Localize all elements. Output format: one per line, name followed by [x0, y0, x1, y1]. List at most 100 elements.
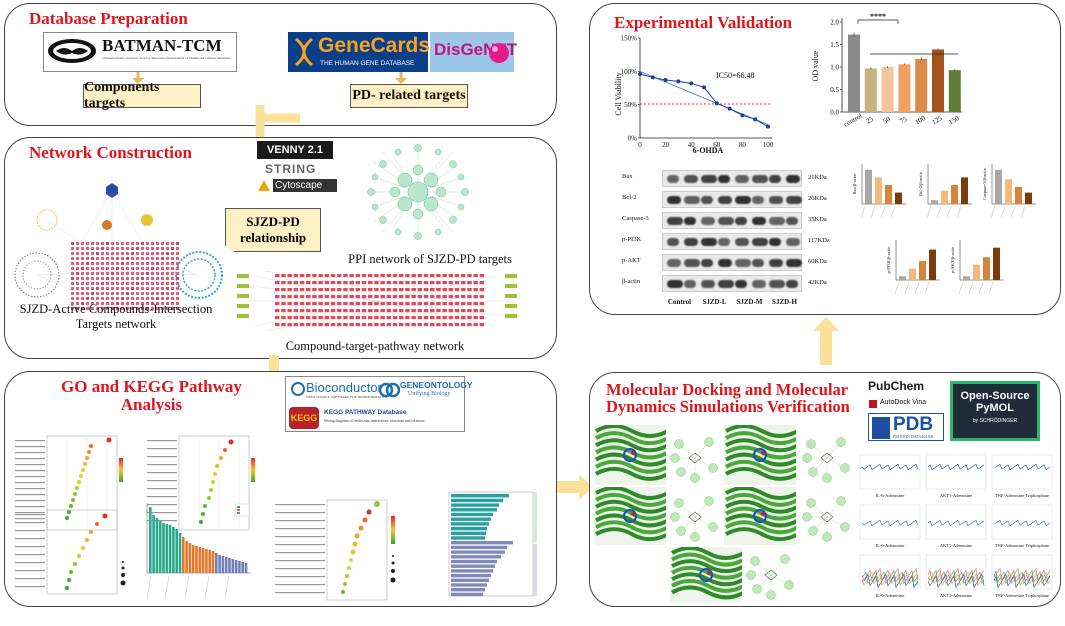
quant-ylabel: Bcl-2/β-actin: [918, 171, 923, 196]
quant-bar: [973, 264, 980, 280]
od-ytick: 1.0: [830, 64, 839, 72]
od-bar: [932, 49, 944, 112]
quant-bar: [951, 185, 958, 204]
geneontology-tagline: Unifying Biology: [408, 391, 451, 397]
cytoscape-logo: Cytoscape: [273, 179, 337, 192]
viability-trendline: [639, 70, 769, 126]
md-trajectory-line: [862, 573, 919, 589]
viability-xtick: 100: [763, 141, 774, 149]
viability-point: [676, 79, 681, 84]
viability-xtick: 60: [713, 141, 721, 149]
compound-target-pathway-network-graphic: [237, 270, 517, 332]
md-trajectory-line: [993, 573, 1051, 589]
wb-band: [786, 259, 802, 267]
go-kegg-title-line1: GO and KEGG Pathway: [61, 377, 242, 396]
go-barplot: [146, 503, 251, 599]
wb-band: [718, 196, 732, 204]
go-bp-dotplot: [15, 435, 123, 531]
md-trajectory-line: [994, 463, 1051, 471]
quant-bar: [929, 249, 936, 280]
wb-band: [735, 280, 747, 288]
viability-point: [766, 124, 770, 129]
wb-band: [752, 217, 766, 225]
pdb-tagline: PROTEIN DATA BANK: [893, 434, 934, 439]
bioconductor-icon: [291, 382, 305, 396]
docking-software-logos: PubChem AutoDock Vina PDB PROTEIN DATA B…: [868, 379, 1044, 443]
protein-structure-image: [724, 425, 796, 485]
wb-band: [684, 259, 700, 267]
compound-intersection-network-graphic: [14, 183, 223, 311]
wb-band: [667, 217, 683, 225]
quant-ylabel: Bax/β-actin: [852, 173, 857, 195]
kegg-barplot: [448, 491, 537, 597]
batman-tcm-logo: BATMAN-TCM a Bioinformatics Analysis Too…: [43, 32, 237, 72]
wb-weight-label: 42KDa: [808, 279, 827, 286]
pdb-icon: [872, 417, 890, 439]
wb-weight-label: 60KDa: [808, 258, 827, 265]
quant-bar: [865, 169, 872, 204]
viability-ytick: 50%: [624, 101, 637, 109]
wb-band: [684, 196, 700, 204]
viability-ytick: 150%: [621, 35, 638, 43]
wb-band: [701, 196, 713, 204]
venny-logo: VENNY 2.1: [257, 141, 333, 159]
kegg-title: KEGG PATHWAY Database: [324, 409, 407, 416]
md-plot-label: IL-6-Adenosine: [876, 543, 905, 548]
viability-series-line: [639, 73, 769, 128]
string-logo: STRING: [265, 162, 317, 176]
genecards-logo-text: GeneCards: [318, 34, 431, 57]
od-bar: [864, 68, 877, 112]
wb-band: [769, 259, 783, 267]
quant-bar: [961, 177, 968, 204]
wb-band: [786, 196, 802, 204]
wb-weight-label: 21KDa: [808, 174, 827, 181]
geneontology-icon: [378, 382, 400, 398]
protein-structure-image: [594, 487, 666, 545]
interaction-diagram-image: [744, 549, 798, 601]
wb-group-label: Control: [667, 298, 692, 306]
wb-band: [718, 175, 730, 183]
od-bar: [881, 67, 894, 112]
wb-weight-label: 117KDa: [808, 237, 830, 244]
viability-xtick: 0: [638, 141, 642, 149]
wb-band: [701, 238, 717, 246]
pdb-logo-text: PDB: [893, 414, 934, 435]
quant-bar: [1025, 192, 1032, 204]
od-ytick: 2.0: [830, 19, 839, 27]
wb-band-row: [662, 212, 802, 229]
md-trajectory-line: [993, 571, 1051, 587]
quant-bar: [1005, 179, 1012, 204]
viability-point: [638, 72, 642, 76]
wb-band: [718, 217, 734, 225]
od-xtick: control: [842, 112, 863, 129]
wb-band: [667, 175, 679, 183]
go-kegg-panel: GO and KEGG Pathway Analysis Bioconducto…: [4, 371, 557, 607]
viability-point: [702, 85, 706, 90]
wb-band: [735, 217, 747, 225]
viability-ic50-annotation: IC50=66.48: [716, 71, 755, 80]
quant-bar: [993, 247, 1000, 280]
md-trajectory-line: [927, 571, 985, 587]
viability-point: [753, 117, 758, 122]
wb-group-label: SJZD-H: [772, 298, 797, 306]
wb-band-row: [662, 233, 802, 250]
md-trajectory-line: [994, 519, 1051, 527]
interaction-diagram-image: [670, 489, 720, 545]
compound-network-caption-line1: SJZD-Active Compounds-Intersection: [19, 302, 213, 316]
pymol-logo: Open-Source PyMOL by SCHRÖDINGER: [950, 381, 1040, 441]
viability-xtick: 20: [662, 141, 670, 149]
wb-band: [735, 259, 751, 267]
quant-bar: [1015, 186, 1022, 204]
wb-group-label: SJZD-M: [736, 298, 763, 306]
viability-ylabel: Cell Viability: [614, 72, 623, 115]
pymol-logo-line2: PyMOL: [976, 402, 1014, 414]
wb-band-row: [662, 191, 802, 208]
batman-logo-text: BATMAN-TCM: [102, 36, 222, 55]
wb-band: [684, 175, 698, 183]
wb-band: [752, 259, 764, 267]
quant-bar: [875, 177, 882, 204]
viability-xtick: 40: [688, 141, 696, 149]
